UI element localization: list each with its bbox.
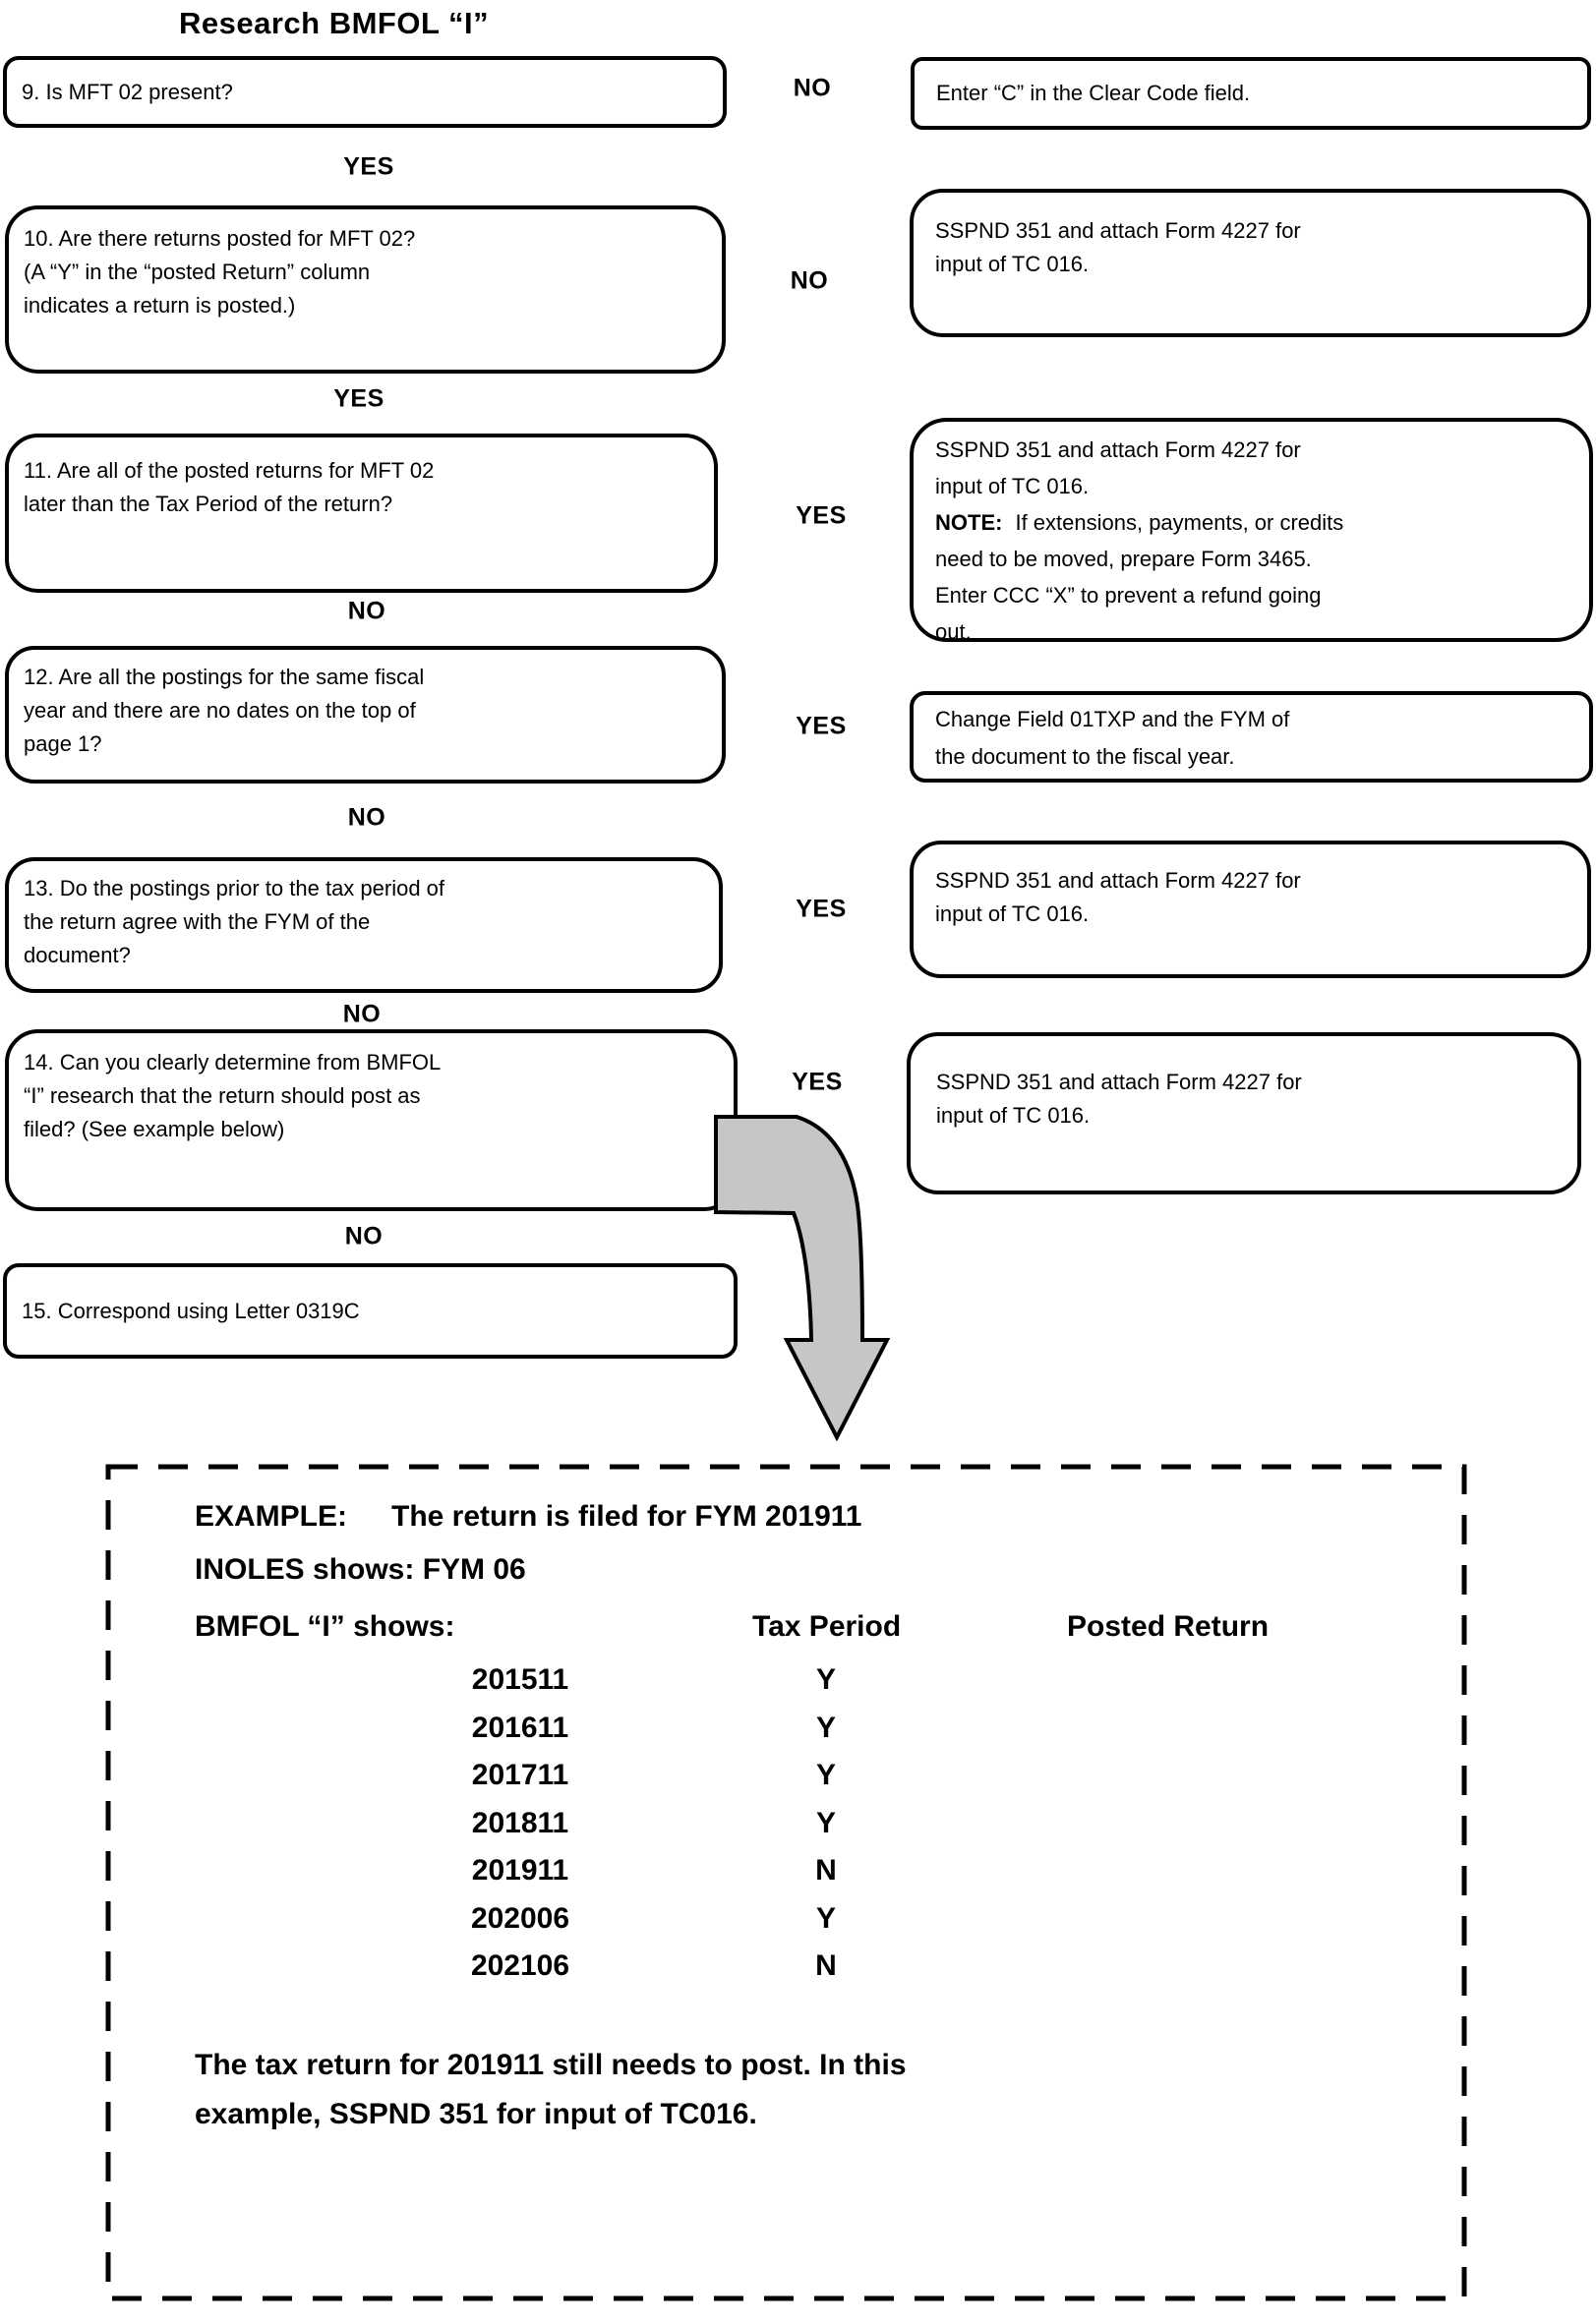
question-text: 14. Can you clearly determine from BMFOL…	[24, 1050, 442, 1141]
action-text: SSPND 351 and attach Form 4227 for input…	[936, 1070, 1302, 1128]
branch-label-no-10: NO	[790, 266, 829, 295]
curved-down-arrow	[714, 1115, 891, 1442]
action-box-sspnd-1: SSPND 351 and attach Form 4227 for input…	[910, 189, 1591, 337]
question-text: 9. Is MFT 02 present?	[22, 79, 233, 104]
question-text: 15. Correspond using Letter 0319C	[22, 1298, 360, 1323]
branch-label-no-13: NO	[342, 1000, 382, 1028]
table-row-posted-return: Y	[815, 1712, 836, 1744]
action-text: Enter “C” in the Clear Code field.	[936, 81, 1251, 105]
note-text: If extensions, payments, or credits need…	[935, 510, 1344, 644]
question-box-12: 12. Are all the postings for the same fi…	[5, 646, 726, 784]
branch-label-no-9: NO	[793, 74, 832, 102]
table-row-posted-return: Y	[815, 1807, 836, 1839]
action-text: SSPND 351 and attach Form 4227 for input…	[935, 437, 1301, 498]
example-heading-text: The return is filed for FYM 201911	[391, 1500, 862, 1533]
table-row-tax-period: 201911	[471, 1854, 569, 1887]
example-col-posted-return: Posted Return	[1067, 1610, 1270, 1643]
table-row-posted-return: N	[815, 1854, 837, 1887]
action-box-sspnd-3: SSPND 351 and attach Form 4227 for input…	[907, 1032, 1581, 1194]
branch-label-no-11: NO	[347, 597, 386, 625]
table-row-tax-period: 201511	[471, 1663, 569, 1696]
example-inoles-line: INOLES shows: FYM 06	[195, 1553, 526, 1586]
table-row-tax-period: 201611	[471, 1712, 569, 1744]
question-text: 13. Do the postings prior to the tax per…	[24, 876, 445, 967]
question-box-14: 14. Can you clearly determine from BMFOL…	[5, 1029, 738, 1211]
example-heading: EXAMPLE: The return is filed for FYM 2019…	[195, 1500, 862, 1534]
table-row-tax-period: 201811	[471, 1807, 569, 1839]
action-box-clear-code: Enter “C” in the Clear Code field.	[911, 57, 1591, 130]
action-text: SSPND 351 and attach Form 4227 for input…	[935, 218, 1301, 276]
question-text: 11. Are all of the posted returns for MF…	[24, 458, 435, 516]
branch-label-yes-13: YES	[796, 895, 847, 923]
branch-label-yes-9: YES	[343, 152, 394, 181]
table-row-tax-period: 202006	[470, 1902, 570, 1935]
branch-label-no-14: NO	[344, 1222, 384, 1250]
note-label: NOTE:	[935, 510, 1003, 535]
action-box-sspnd-note: SSPND 351 and attach Form 4227 for input…	[910, 418, 1593, 644]
question-box-11: 11. Are all of the posted returns for MF…	[5, 434, 718, 593]
action-text: SSPND 351 and attach Form 4227 for input…	[935, 868, 1301, 926]
question-text: 10. Are there returns posted for MFT 02?…	[24, 226, 416, 318]
branch-label-yes-10: YES	[333, 384, 384, 413]
table-row-tax-period: 202106	[470, 1949, 570, 1982]
example-col-tax-period: Tax Period	[752, 1610, 902, 1643]
question-box-10: 10. Are there returns posted for MFT 02?…	[5, 205, 726, 374]
question-box-15: 15. Correspond using Letter 0319C	[3, 1263, 738, 1359]
table-row-posted-return: Y	[815, 1663, 836, 1696]
action-box-change-field: Change Field 01TXP and the FYM of the do…	[910, 691, 1593, 783]
action-box-sspnd-2: SSPND 351 and attach Form 4227 for input…	[910, 841, 1591, 978]
example-heading-label: EXAMPLE:	[195, 1500, 348, 1533]
table-row-posted-return: Y	[815, 1759, 836, 1791]
example-footer: The tax return for 201911 still needs to…	[195, 2049, 907, 2130]
question-box-13: 13. Do the postings prior to the tax per…	[5, 857, 723, 993]
table-row-posted-return: N	[815, 1949, 837, 1982]
branch-label-yes-12: YES	[796, 712, 847, 740]
table-row-tax-period: 201711	[471, 1759, 569, 1791]
question-box-9: 9. Is MFT 02 present?	[3, 56, 727, 128]
question-text: 12. Are all the postings for the same fi…	[24, 665, 425, 756]
example-bmfol-label: BMFOL “I” shows:	[195, 1610, 455, 1643]
branch-label-yes-11: YES	[796, 501, 847, 530]
branch-label-yes-14: YES	[792, 1068, 843, 1096]
action-text: Change Field 01TXP and the FYM of the do…	[935, 707, 1290, 769]
page-title: Research BMFOL “I”	[179, 6, 490, 40]
table-row-posted-return: Y	[815, 1902, 836, 1935]
branch-label-no-12: NO	[347, 803, 386, 832]
